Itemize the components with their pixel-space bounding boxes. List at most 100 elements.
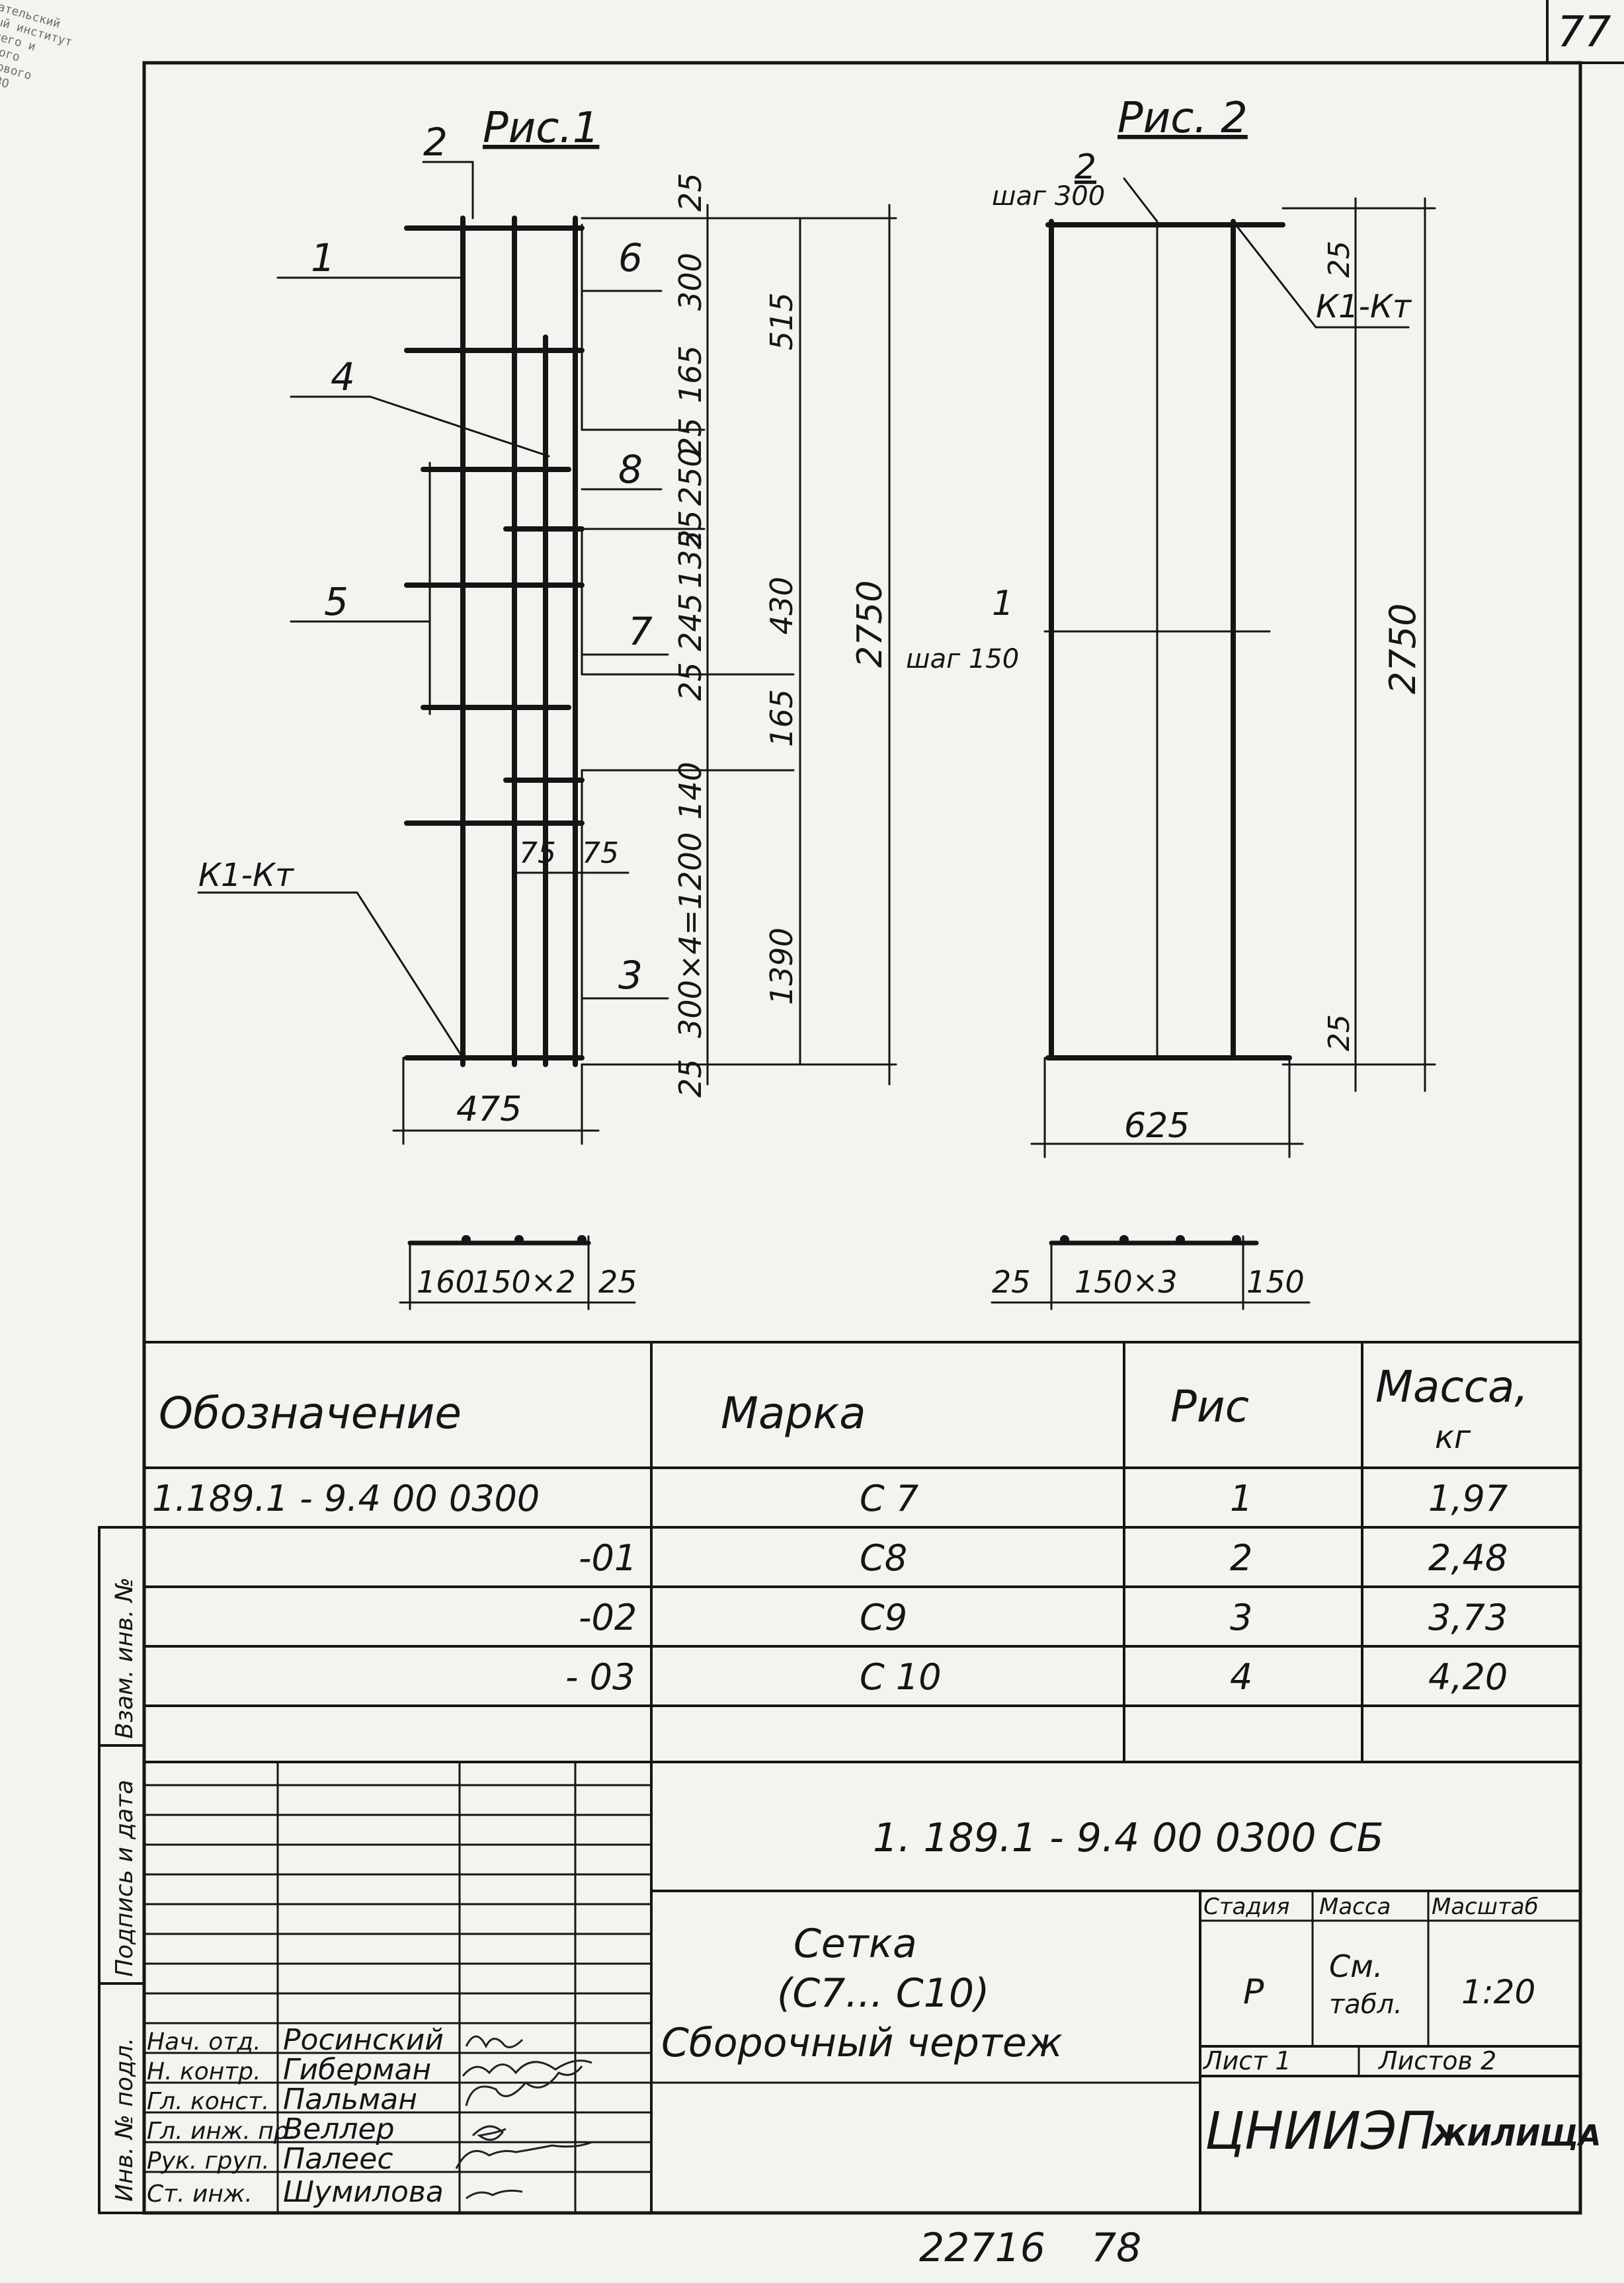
fig1-label-5: 5 [324, 579, 348, 624]
table-cell-mark: С 7 [860, 1478, 918, 1519]
fig1-dim2: 165 [764, 689, 799, 747]
table-cell-mass: 1,97 [1428, 1478, 1508, 1519]
fig2-label-step: шаг 150 [906, 644, 1019, 674]
table-cell-designation: - 03 [565, 1656, 635, 1698]
organization-subname: ЖИЛИЩА [1430, 2119, 1601, 2153]
table-cell-fig: 2 [1230, 1537, 1252, 1579]
staff-role: Рук. груп. [147, 2147, 270, 2175]
document-code: 1. 189.1 - 9.4 00 0300 СБ [873, 1815, 1384, 1861]
fig1-dim-total: 2750 [850, 581, 890, 668]
fig1-dim: 300×4=1200 [672, 832, 708, 1038]
fig2-section-dim: 25 [992, 1264, 1031, 1300]
drawing-name-line1: Сетка [793, 1921, 917, 1967]
staff-name: Росинский [283, 2023, 444, 2057]
fig1-section-dim: 160 [417, 1264, 475, 1300]
fig1-section-dim: 150×2 [473, 1264, 576, 1300]
table-header-mass: Масса, [1375, 1361, 1528, 1412]
side-label-sign-date: Подпись и дата [111, 1780, 138, 1977]
table-cell-mass: 2,48 [1428, 1537, 1508, 1579]
sheets-label: Листов 2 [1377, 2046, 1496, 2075]
fig1-dim: 25 [672, 417, 708, 456]
fig1-label-4: 4 [331, 354, 355, 399]
fig2-label-num: 2 [1075, 147, 1096, 187]
footer-number: 78 [1091, 2225, 1141, 2271]
table-cell-mark: С9 [860, 1597, 907, 1638]
fig1-dim2: 430 [764, 577, 799, 635]
fig1-dim: 135 [672, 530, 708, 588]
fig2-section-dim: 150 [1246, 1264, 1305, 1300]
table-cell-mass: 4,20 [1428, 1656, 1508, 1698]
fig1-dim: 25 [672, 662, 708, 701]
fig1-dim2: 515 [764, 292, 799, 350]
staff-name: Веллер [283, 2112, 395, 2146]
fig1-dim: 165 [672, 345, 708, 403]
signatures [455, 2035, 592, 2200]
staff-name: Палеес [283, 2142, 393, 2176]
fig1-label-7: 7 [628, 609, 653, 654]
fig2-dim-total: 2750 [1382, 604, 1424, 694]
footer-code: 22716 [919, 2225, 1045, 2271]
fig2-label-num: 1 [992, 584, 1014, 623]
drawing-name-line3: Сборочный чертеж [661, 2020, 1063, 2066]
mass-label: Масса [1319, 1894, 1391, 1920]
scale-value: 1:20 [1461, 1973, 1535, 2011]
fig2-weld-label: К1-Кт [1316, 288, 1412, 325]
organization-name: ЦНИИЭП [1205, 2102, 1436, 2161]
table-cell-mark: С8 [860, 1537, 907, 1579]
drawing-name-line2: (С7... С10) [777, 1970, 989, 2017]
fig2-dim-bottom: 25 [1322, 1014, 1356, 1051]
fig1-mesh [404, 216, 585, 1067]
table-header-designation: Обозначение [159, 1388, 462, 1439]
table-header-mark: Марка [721, 1388, 866, 1439]
table-cell-mark: С 10 [860, 1656, 942, 1698]
staff-name: Шумилова [283, 2175, 444, 2209]
side-label-inv-swap: Взам. инв. № [111, 1578, 138, 1739]
mass-value: См. [1329, 1948, 1383, 1984]
fig1-dim: 300 [672, 253, 708, 311]
table-cell-designation: -01 [579, 1537, 637, 1579]
staff-role: Нач. отд. [147, 2028, 261, 2056]
fig1-dim: 245 [672, 593, 708, 651]
fig1-dim2: 1390 [764, 928, 799, 1005]
table-cell-fig: 3 [1230, 1597, 1252, 1638]
fig1-dim-75b: 75 [582, 836, 619, 870]
fig2-dim-width: 625 [1124, 1106, 1190, 1146]
table-cell-designation: -02 [579, 1597, 637, 1638]
fig2-label-step: шаг 300 [992, 181, 1105, 212]
sheet-number: 77 [1557, 8, 1611, 57]
staff-role: Н. контр. [147, 2058, 261, 2085]
fig1-title: Рис.1 [483, 104, 599, 153]
fig1-label-6: 6 [618, 235, 643, 280]
fig1-dim: 250 [672, 448, 708, 506]
table-header-fig: Рис [1170, 1381, 1249, 1432]
fig1-dim: 25 [672, 1059, 708, 1098]
staff-role: Гл. инж. пр. [147, 2118, 296, 2145]
sheet-label: Лист 1 [1202, 2046, 1291, 2075]
staff-role: Ст. инж. [147, 2181, 253, 2208]
fig1-dim: 25 [672, 510, 708, 549]
table-cell-fig: 4 [1230, 1656, 1252, 1698]
table-cell-fig: 1 [1230, 1478, 1252, 1519]
fig1-dim: 140 [672, 762, 708, 820]
side-label-inv-orig: Инв. № подл. [111, 2038, 138, 2202]
staff-role: Гл. конст. [147, 2088, 269, 2115]
fig1-dim-width: 475 [456, 1090, 522, 1129]
fig1-label-2: 2 [423, 120, 448, 165]
fig2-title: Рис. 2 [1117, 94, 1248, 143]
stage-label: Стадия [1203, 1894, 1289, 1920]
fig1-label-1: 1 [311, 235, 335, 280]
fig1-dim-75a: 75 [519, 836, 556, 870]
fig1-dim: 25 [672, 173, 708, 212]
staff-name: Пальман [283, 2083, 417, 2116]
scale-label: Масштаб [1432, 1894, 1539, 1920]
fig1-weld-label: К1-Кт [198, 857, 295, 894]
fig2-section-dim: 150×3 [1075, 1264, 1178, 1300]
table-header-mass-unit: кг [1435, 1419, 1471, 1456]
stage-value: Р [1243, 1972, 1264, 2012]
table-cell-designation: 1.189.1 - 9.4 00 0300 [152, 1478, 540, 1519]
fig2-dim-top: 25 [1322, 241, 1356, 278]
mass-value: табл. [1329, 1989, 1402, 2020]
fig2-mesh [1045, 219, 1292, 1061]
staff-name: Гиберман [283, 2053, 431, 2087]
